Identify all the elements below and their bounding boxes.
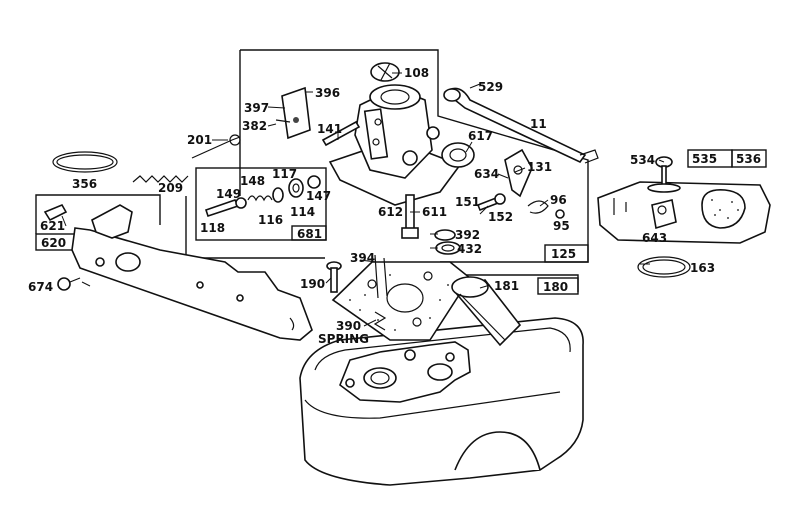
label-356: 356: [72, 177, 97, 191]
label-201: 201: [187, 133, 212, 147]
label-674: 674: [28, 280, 53, 294]
label-190: 190: [300, 277, 325, 291]
control-bracket: [71, 227, 313, 341]
label-611: 611: [422, 205, 447, 219]
fuel-line: [443, 87, 599, 164]
label-621: 621: [40, 219, 65, 233]
label-180: 180: [543, 280, 568, 294]
carburetor-group-outline: [185, 49, 589, 263]
throttle-shaft: [321, 120, 361, 147]
label-620: 620: [41, 236, 66, 250]
screw-190: [326, 261, 342, 293]
label-535: 535: [692, 152, 717, 166]
label-118: 118: [200, 221, 225, 235]
carburetor-cap: [370, 62, 400, 82]
label-151: 151: [455, 195, 480, 209]
label-209: 209: [158, 181, 183, 195]
label-spring: SPRING: [318, 332, 369, 346]
label-643: 643: [642, 231, 667, 245]
label-617: 617: [468, 129, 493, 143]
label-534: 534: [630, 153, 655, 167]
label-394: 394: [350, 251, 375, 265]
label-149: 149: [216, 187, 241, 201]
choke-link: [191, 134, 241, 159]
screw-151: [476, 193, 506, 212]
label-163: 163: [690, 261, 715, 275]
linkage-kit-box: [195, 167, 327, 241]
leader-lines: [61, 72, 665, 327]
gasket-ring-163: [637, 256, 691, 278]
label-117: 117: [272, 167, 297, 181]
label-152: 152: [488, 210, 513, 224]
label-125: 125: [551, 247, 576, 261]
label-box-125: [544, 244, 589, 263]
label-432: 432: [457, 242, 482, 256]
label-681: 681: [297, 227, 322, 241]
throttle-spring-390: [373, 311, 387, 331]
needle-valve: [401, 194, 419, 239]
label-390: 390: [336, 319, 361, 333]
label-536: 536: [736, 152, 761, 166]
label-397: 397: [244, 101, 269, 115]
label-box-681: [291, 225, 327, 241]
label-131: 131: [527, 160, 552, 174]
linkage-kit-parts: [204, 175, 321, 218]
label-116: 116: [258, 213, 283, 227]
label-612: 612: [378, 205, 403, 219]
label-529: 529: [478, 80, 503, 94]
label-181: 181: [494, 279, 519, 293]
spring-96: [527, 200, 565, 219]
label-box-180: [537, 277, 579, 295]
label-114: 114: [290, 205, 315, 219]
governor-spring-356: [52, 151, 118, 173]
choke-valve: [275, 86, 311, 140]
label-382: 382: [242, 119, 267, 133]
spring-209: [132, 175, 189, 183]
part-labels: 108 529 397 396 382 201 141 11 617 131 6…: [28, 66, 761, 346]
label-141: 141: [317, 122, 342, 136]
air-cleaner-assembly: [597, 181, 771, 244]
label-148: 148: [240, 174, 265, 188]
control-lever-621: [43, 203, 133, 239]
fuel-cap-534: [647, 156, 681, 193]
label-96: 96: [550, 193, 567, 207]
label-147: 147: [306, 189, 331, 203]
fuel-pipe: [451, 276, 522, 347]
bracket-group-outline: [35, 194, 161, 234]
carburetor-body: [328, 84, 475, 206]
screw-674: [57, 277, 81, 291]
label-392: 392: [455, 228, 480, 242]
label-11: 11: [530, 117, 547, 131]
label-95: 95: [553, 219, 570, 233]
label-396: 396: [315, 86, 340, 100]
label-108: 108: [404, 66, 429, 80]
throttle-lever: [504, 148, 533, 198]
label-634: 634: [474, 167, 499, 181]
label-box-536: [731, 149, 767, 168]
tank-mounting-plate: [339, 341, 471, 403]
